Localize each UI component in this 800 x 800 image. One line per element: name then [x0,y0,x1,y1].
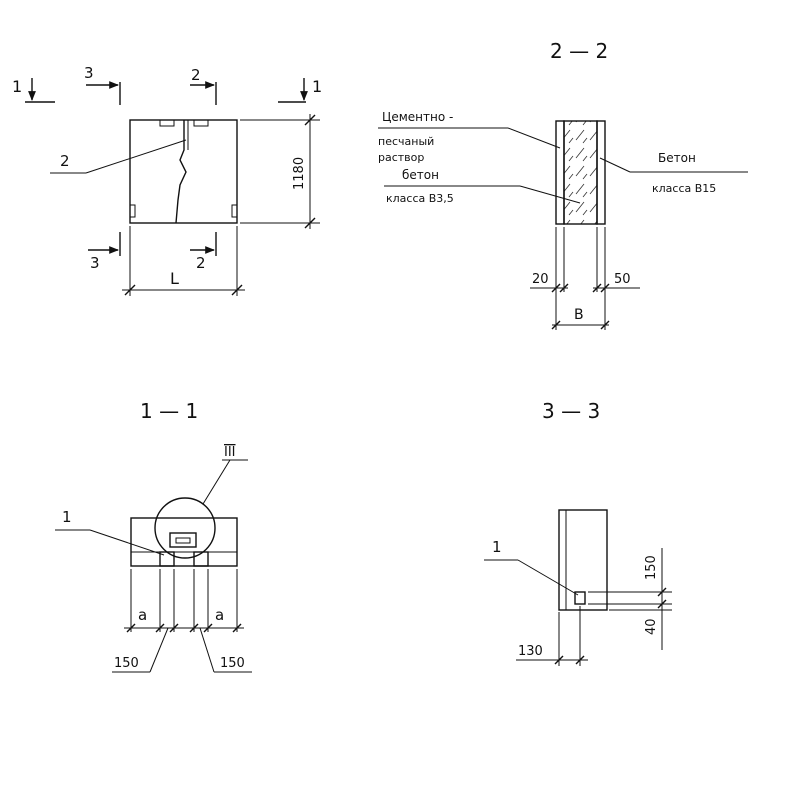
dim-section-2-2: 20 50 В [530,227,640,330]
section-mark-1-right: 1 [278,77,322,103]
section-mark-2-top: 2 [190,66,217,105]
lightweight-concrete-layer [563,120,598,225]
embedded-part [574,591,586,605]
dim-label: В [574,307,584,323]
callout-label: 1 [62,508,72,526]
dim-height: 1180 [240,114,320,229]
concrete-label-line: класса В3,5 [386,192,454,205]
callout-label: 1 [492,538,502,556]
detail-III-callout: III [154,445,248,559]
mortar-callout: Цементно - песчаный раствор [378,110,561,164]
section-mark-label: 1 [312,77,322,96]
dim-label: 50 [614,272,631,287]
dim-label: 40 [644,618,659,635]
callout-1: 1 [55,508,165,556]
section-mark-label: 1 [12,77,22,96]
callout-1: 1 [484,538,579,596]
concrete-label-line: Бетон [658,151,696,165]
dim-section-1-1: а а 150 150 [112,569,252,673]
concrete-label-line: класса В15 [652,182,716,195]
section-mark-label: 2 [191,66,201,84]
dim-label: 20 [532,272,549,287]
section-title: 3 — 3 [542,399,600,423]
dim-label: а [215,606,224,624]
dim-label: 150 [220,656,245,671]
detail-label: III [224,445,236,460]
mortar-label-line: раствор [378,151,424,164]
section-mark-3-bottom: 3 [88,232,121,272]
joint-slot [175,120,187,224]
section-mark-label: 3 [90,254,100,272]
dim-label: 150 [644,555,659,580]
concrete-b35-callout: бетон класса В3,5 [384,168,581,205]
section-2-2: 2 — 2 Цементно - песчаный раствор бетон … [378,39,748,330]
section-3-3: 3 — 3 1 150 40 130 [484,399,672,666]
dim-label: L [170,269,179,288]
concrete-b15-callout: Бетон класса В15 [599,151,748,195]
dim-label: а [138,606,147,624]
mortar-label-line: Цементно - [382,110,453,124]
section-mark-label: 3 [84,64,94,82]
panel-section [558,509,608,611]
panel-section [130,517,238,567]
section-mark-1-left: 1 [12,77,55,103]
section-title: 1 — 1 [140,399,198,423]
section-mark-3-top: 3 [84,64,121,105]
dim-label: 1180 [292,157,307,190]
mortar-label-line: песчаный [378,135,434,148]
dim-section-3-3-horizontal: 130 [516,606,588,666]
section-mark-label: 2 [196,254,206,272]
section-mark-2-bottom: 2 [190,232,217,272]
concrete-label-line: бетон [402,168,439,182]
section-1-1: 1 — 1 III 1 [55,399,252,673]
dim-section-3-3-vertical: 150 40 [588,548,672,650]
dim-length: L [122,226,245,296]
mortar-layer [555,120,565,225]
dim-label: 130 [518,644,543,659]
callout-label: 2 [60,152,70,170]
callout-2: 2 [50,139,187,174]
heavy-concrete-layer [596,120,606,225]
section-title: 2 — 2 [550,39,608,63]
dim-label: 150 [114,656,139,671]
plan-view: 1 3 2 1 [12,64,322,296]
